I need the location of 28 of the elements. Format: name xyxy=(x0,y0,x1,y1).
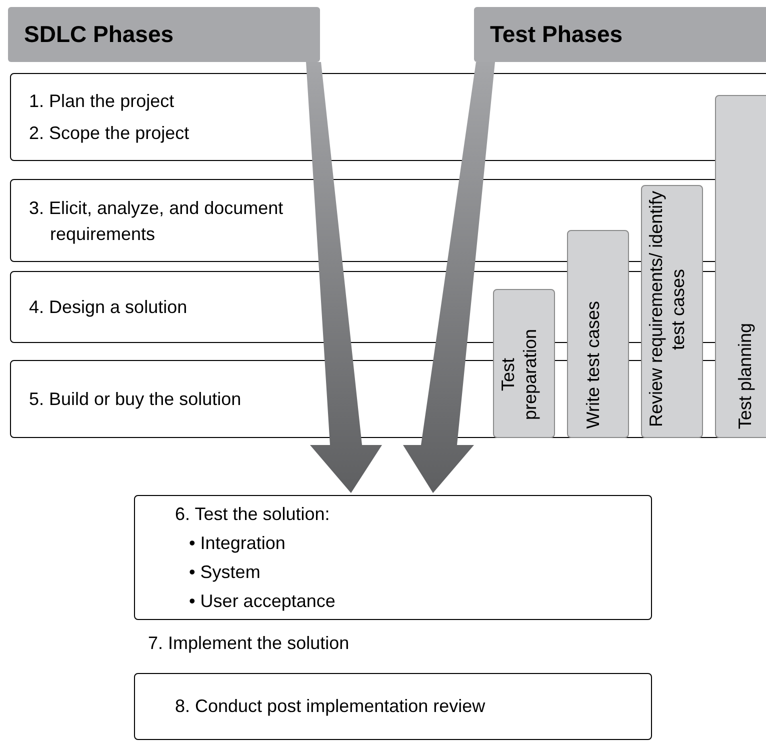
bullet-item: • Integration xyxy=(188,532,286,555)
phase-text: 2. Scope the project xyxy=(29,122,190,145)
test-phase-bar xyxy=(567,230,629,438)
phase-text: 4. Design a solution xyxy=(29,296,188,319)
bullet-item: • User acceptance xyxy=(188,590,336,613)
bullet-item: • System xyxy=(188,560,262,584)
test-phase-bar xyxy=(715,95,766,438)
bar-text: Test planning xyxy=(734,322,756,429)
phase-text: 7. Implement the solution xyxy=(148,632,350,655)
bar-text: Review requirements/ identify test cases xyxy=(645,190,689,429)
test-phase-bar xyxy=(641,185,703,438)
phase-box xyxy=(134,495,652,620)
test-phase-bar xyxy=(493,289,555,438)
bar-text: Write test cases xyxy=(582,301,604,429)
phase-text: 8. Conduct post implementation review xyxy=(175,695,486,718)
bar-text: Test preparation xyxy=(497,327,541,422)
phase-text: 5. Build or buy the solution xyxy=(29,388,242,411)
phase-box xyxy=(134,673,652,740)
phase-text: 6. Test the solution: xyxy=(175,502,331,526)
header-text: SDLC Phases xyxy=(24,20,174,50)
phase-row xyxy=(10,73,766,161)
arrow xyxy=(403,62,495,493)
header-tab xyxy=(8,7,320,62)
arrow xyxy=(306,62,382,493)
header-tab xyxy=(474,7,766,62)
phase-text: 1. Plan the project xyxy=(29,90,176,113)
phase-text: 3. Elicit, analyze, and document requirements xyxy=(29,196,284,246)
header-text: Test Phases xyxy=(490,20,623,50)
